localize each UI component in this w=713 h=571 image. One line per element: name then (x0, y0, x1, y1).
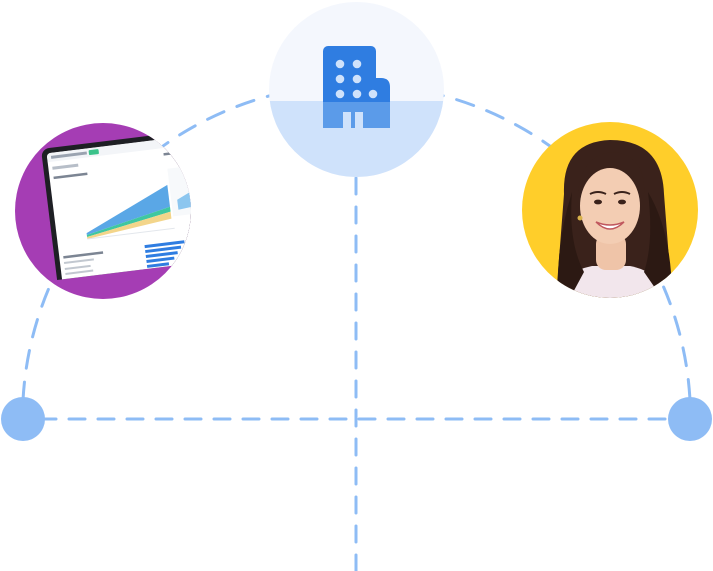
laptop-dashboard-icon (41, 130, 191, 281)
dashboard-node (15, 123, 191, 299)
left-endpoint-dot (1, 397, 45, 441)
dashboard-preview (46, 135, 191, 275)
building-icon (323, 46, 390, 128)
dashboard-screen (46, 135, 191, 280)
building-node (269, 2, 444, 177)
person-portrait-icon (552, 140, 672, 298)
right-endpoint-dot (668, 397, 712, 441)
person-node (522, 122, 698, 298)
